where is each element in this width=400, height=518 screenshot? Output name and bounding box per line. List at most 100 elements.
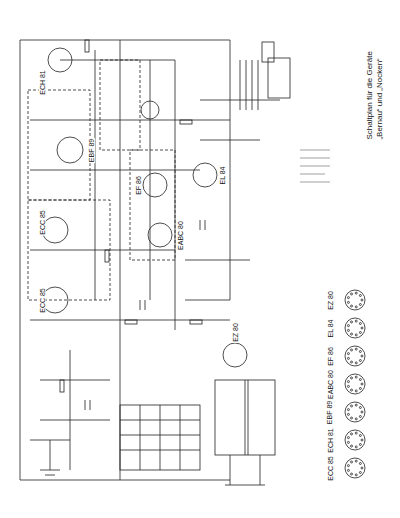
socket-pin [355,292,357,294]
socket-pin [351,321,353,323]
socket-pin [351,417,353,419]
tube-type-label: EBF 89 [88,137,95,162]
socket-pin [361,383,363,385]
socket-outline [345,290,365,310]
tube-type-label: EL 84 [326,318,333,338]
socket-pin [355,432,357,434]
socket-pin [361,439,363,441]
tube-symbol [42,48,247,367]
socket-pin [359,471,361,473]
socket-pin [359,295,361,297]
socket-pin [359,463,361,465]
tube-type-label: EZ 80 [327,290,334,311]
socket-pin [351,445,353,447]
drawing-title: Schaltplan für die Geräte „Bernau“ und „… [365,20,384,140]
tube-type-label: EF 86 [327,346,334,367]
socket-pin [359,331,361,333]
note-lines [300,150,330,182]
socket-pin [355,474,357,476]
socket-pin [361,467,363,469]
tube-type-label: ECC 85 [38,209,45,236]
socket-pin [347,329,349,331]
socket-pin [347,409,349,411]
tube-type-label: EABC 80 [326,369,333,400]
socket-pin [347,385,349,387]
socket-pin [351,433,353,435]
wire [30,60,280,470]
socket-pin [351,349,353,351]
tube-type-label: ECC 85 [326,455,333,482]
components [60,40,205,410]
socket-pin [359,415,361,417]
socket-pin [355,404,357,406]
mains-plug [225,455,265,485]
socket-pin [351,333,353,335]
socket-pin [355,334,357,336]
socket-pin [351,305,353,307]
socket-pin [347,301,349,303]
socket-pin [347,437,349,439]
socket-outline [345,402,365,422]
socket-pin [355,376,357,378]
socket-pin [359,303,361,305]
tube-type-label: EBF 89 [326,399,333,424]
tube-type-label: EABC 80 [176,220,183,251]
power-transformer [215,380,275,455]
socket-pin [359,323,361,325]
socket-pin [355,320,357,322]
socket-pin [351,361,353,363]
socket-pin [347,465,349,467]
tube-type-label: ECH 81 [326,427,333,454]
socket-pin [361,327,363,329]
socket-pin [359,351,361,353]
tube-type-label: EL 84 [218,165,225,185]
socket-pin [361,411,363,413]
tube-type-label: EZ 80 [232,322,239,343]
socket-outline [345,374,365,394]
socket-pin [347,413,349,415]
socket-pin [347,357,349,359]
socket-pin [359,435,361,437]
socket-pin [355,306,357,308]
antenna [30,440,70,475]
socket-pin [347,469,349,471]
tube-socket [345,290,365,478]
transformer-core [245,380,248,455]
speaker [268,58,290,98]
socket-pin [359,359,361,361]
socket-pin [351,461,353,463]
socket-pin [351,405,353,407]
screen-box [28,60,175,300]
socket-outline [345,430,365,450]
socket-pin [351,389,353,391]
socket-pin [355,460,357,462]
socket-pin [347,325,349,327]
socket-outline [345,346,365,366]
socket-pin [351,377,353,379]
speaker [262,42,274,62]
socket-pin [355,418,357,420]
socket-pin [347,441,349,443]
tube-type-label: ECC 85 [38,287,45,314]
socket-pin [351,473,353,475]
socket-pin [347,297,349,299]
socket-outline [345,318,365,338]
tube-type-label: ECH 81 [38,69,45,96]
socket-pin [355,390,357,392]
voltage-table [120,405,200,470]
socket-pin [359,443,361,445]
socket-pin [359,387,361,389]
socket-pin [359,407,361,409]
socket-pin [355,362,357,364]
socket-pin [355,348,357,350]
tube-type-label: EF 86 [135,175,142,196]
socket-pin [347,381,349,383]
socket-pin [361,299,363,301]
socket-pin [361,355,363,357]
socket-pin [347,353,349,355]
socket-pin [359,379,361,381]
socket-outline [345,458,365,478]
transformer [240,60,258,110]
socket-pin [351,293,353,295]
